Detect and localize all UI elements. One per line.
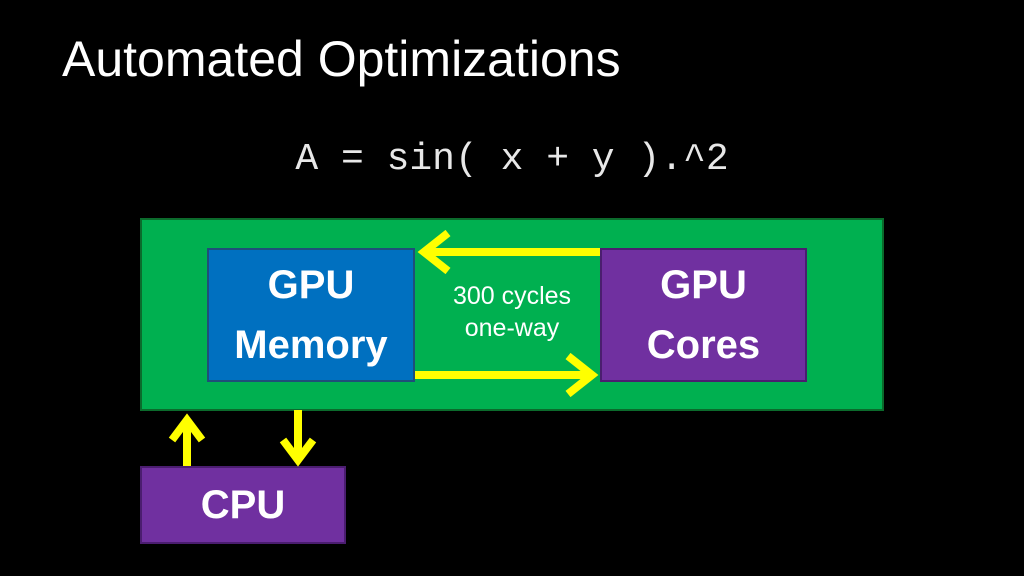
gpu-cores-label-line2: Cores — [646, 323, 761, 367]
latency-label: 300 cycles one-way — [420, 280, 604, 344]
gpu-cores-box: GPU Cores — [600, 248, 807, 382]
arrow-cores-to-memory — [417, 229, 600, 275]
formula: A = sin( x + y ).^2 — [295, 138, 729, 181]
gpu-memory-label-line1: GPU — [267, 263, 355, 307]
arrow-memory-to-cores — [415, 352, 599, 398]
arrow-gpu-to-cpu — [279, 410, 317, 467]
cpu-box: CPU — [140, 466, 346, 544]
gpu-memory-box: GPU Memory — [207, 248, 415, 382]
latency-cycles: 300 cycles — [452, 282, 572, 310]
cpu-label: CPU — [200, 483, 286, 527]
arrow-cpu-to-gpu — [168, 413, 206, 466]
latency-direction: one-way — [464, 314, 560, 342]
gpu-memory-label-line2: Memory — [234, 323, 388, 367]
gpu-cores-label-line1: GPU — [660, 263, 747, 307]
slide-title: Automated Optimizations — [62, 31, 621, 87]
